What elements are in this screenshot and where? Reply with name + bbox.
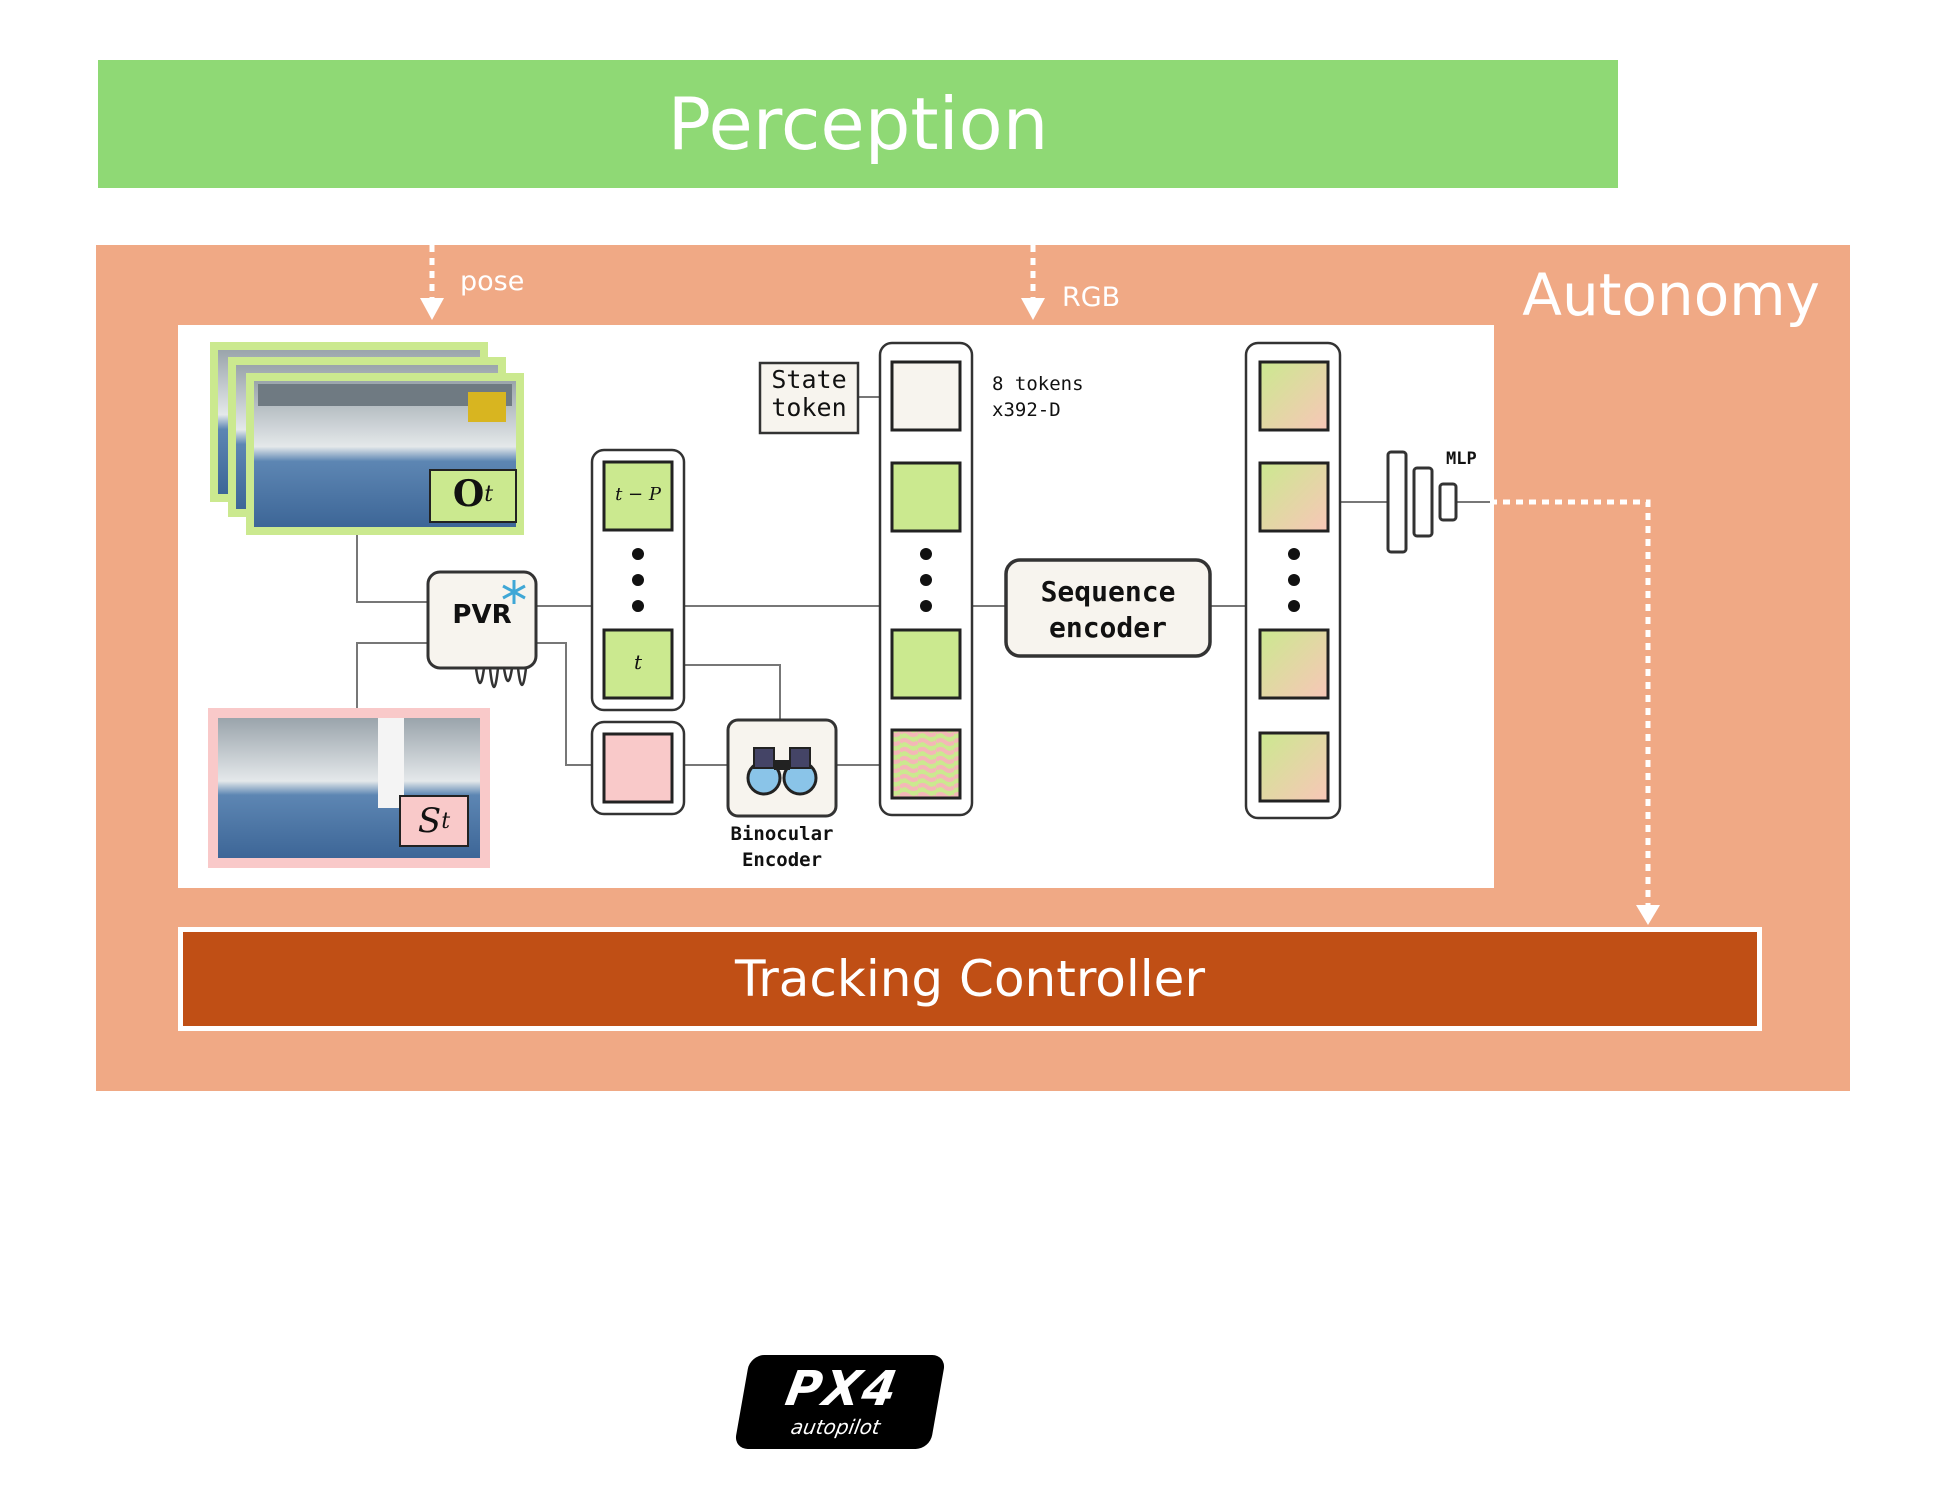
state-image [208, 708, 490, 868]
tracking-controller-label: Tracking Controller [735, 950, 1205, 1008]
pose-arrow [420, 245, 444, 320]
sequence-encoder-block [1004, 558, 1212, 658]
frame-first-label: t − P [615, 484, 661, 505]
perception-block: Perception [98, 60, 1618, 188]
state-token-label: State token [771, 365, 847, 422]
autonomy-label: Autonomy [1522, 261, 1820, 329]
tokens-note: 8 tokens x392-D [992, 373, 1084, 421]
rgb-arrow [1021, 245, 1045, 320]
control-output-arrow [1490, 499, 1660, 925]
binoculars-icon [746, 747, 818, 796]
output-token-column [1244, 341, 1342, 820]
mlp-block [1386, 450, 1458, 554]
pvr-label: PVR [452, 600, 512, 630]
sequence-token-column [878, 341, 974, 817]
connector-lines [356, 396, 1490, 766]
sequence-encoder-label: Sequence encoder [1040, 575, 1176, 645]
frame-last-label: t [633, 650, 643, 674]
state-token-box [758, 361, 860, 435]
state-embedding-token [590, 720, 686, 816]
perception-label: Perception [667, 82, 1049, 166]
frame-token-column [590, 448, 686, 712]
pose-label: pose [460, 266, 525, 297]
mlp-label: MLP [1446, 449, 1477, 469]
observation-image-stack [210, 342, 524, 535]
tracking-controller-block: Tracking Controller [178, 927, 1762, 1031]
px4-logo: PX4 autopilot [733, 1355, 947, 1449]
snowflake-icon [502, 580, 526, 604]
binocular-encoder-label: Binocular Encoder [730, 823, 834, 871]
rgb-label: RGB [1062, 282, 1121, 313]
